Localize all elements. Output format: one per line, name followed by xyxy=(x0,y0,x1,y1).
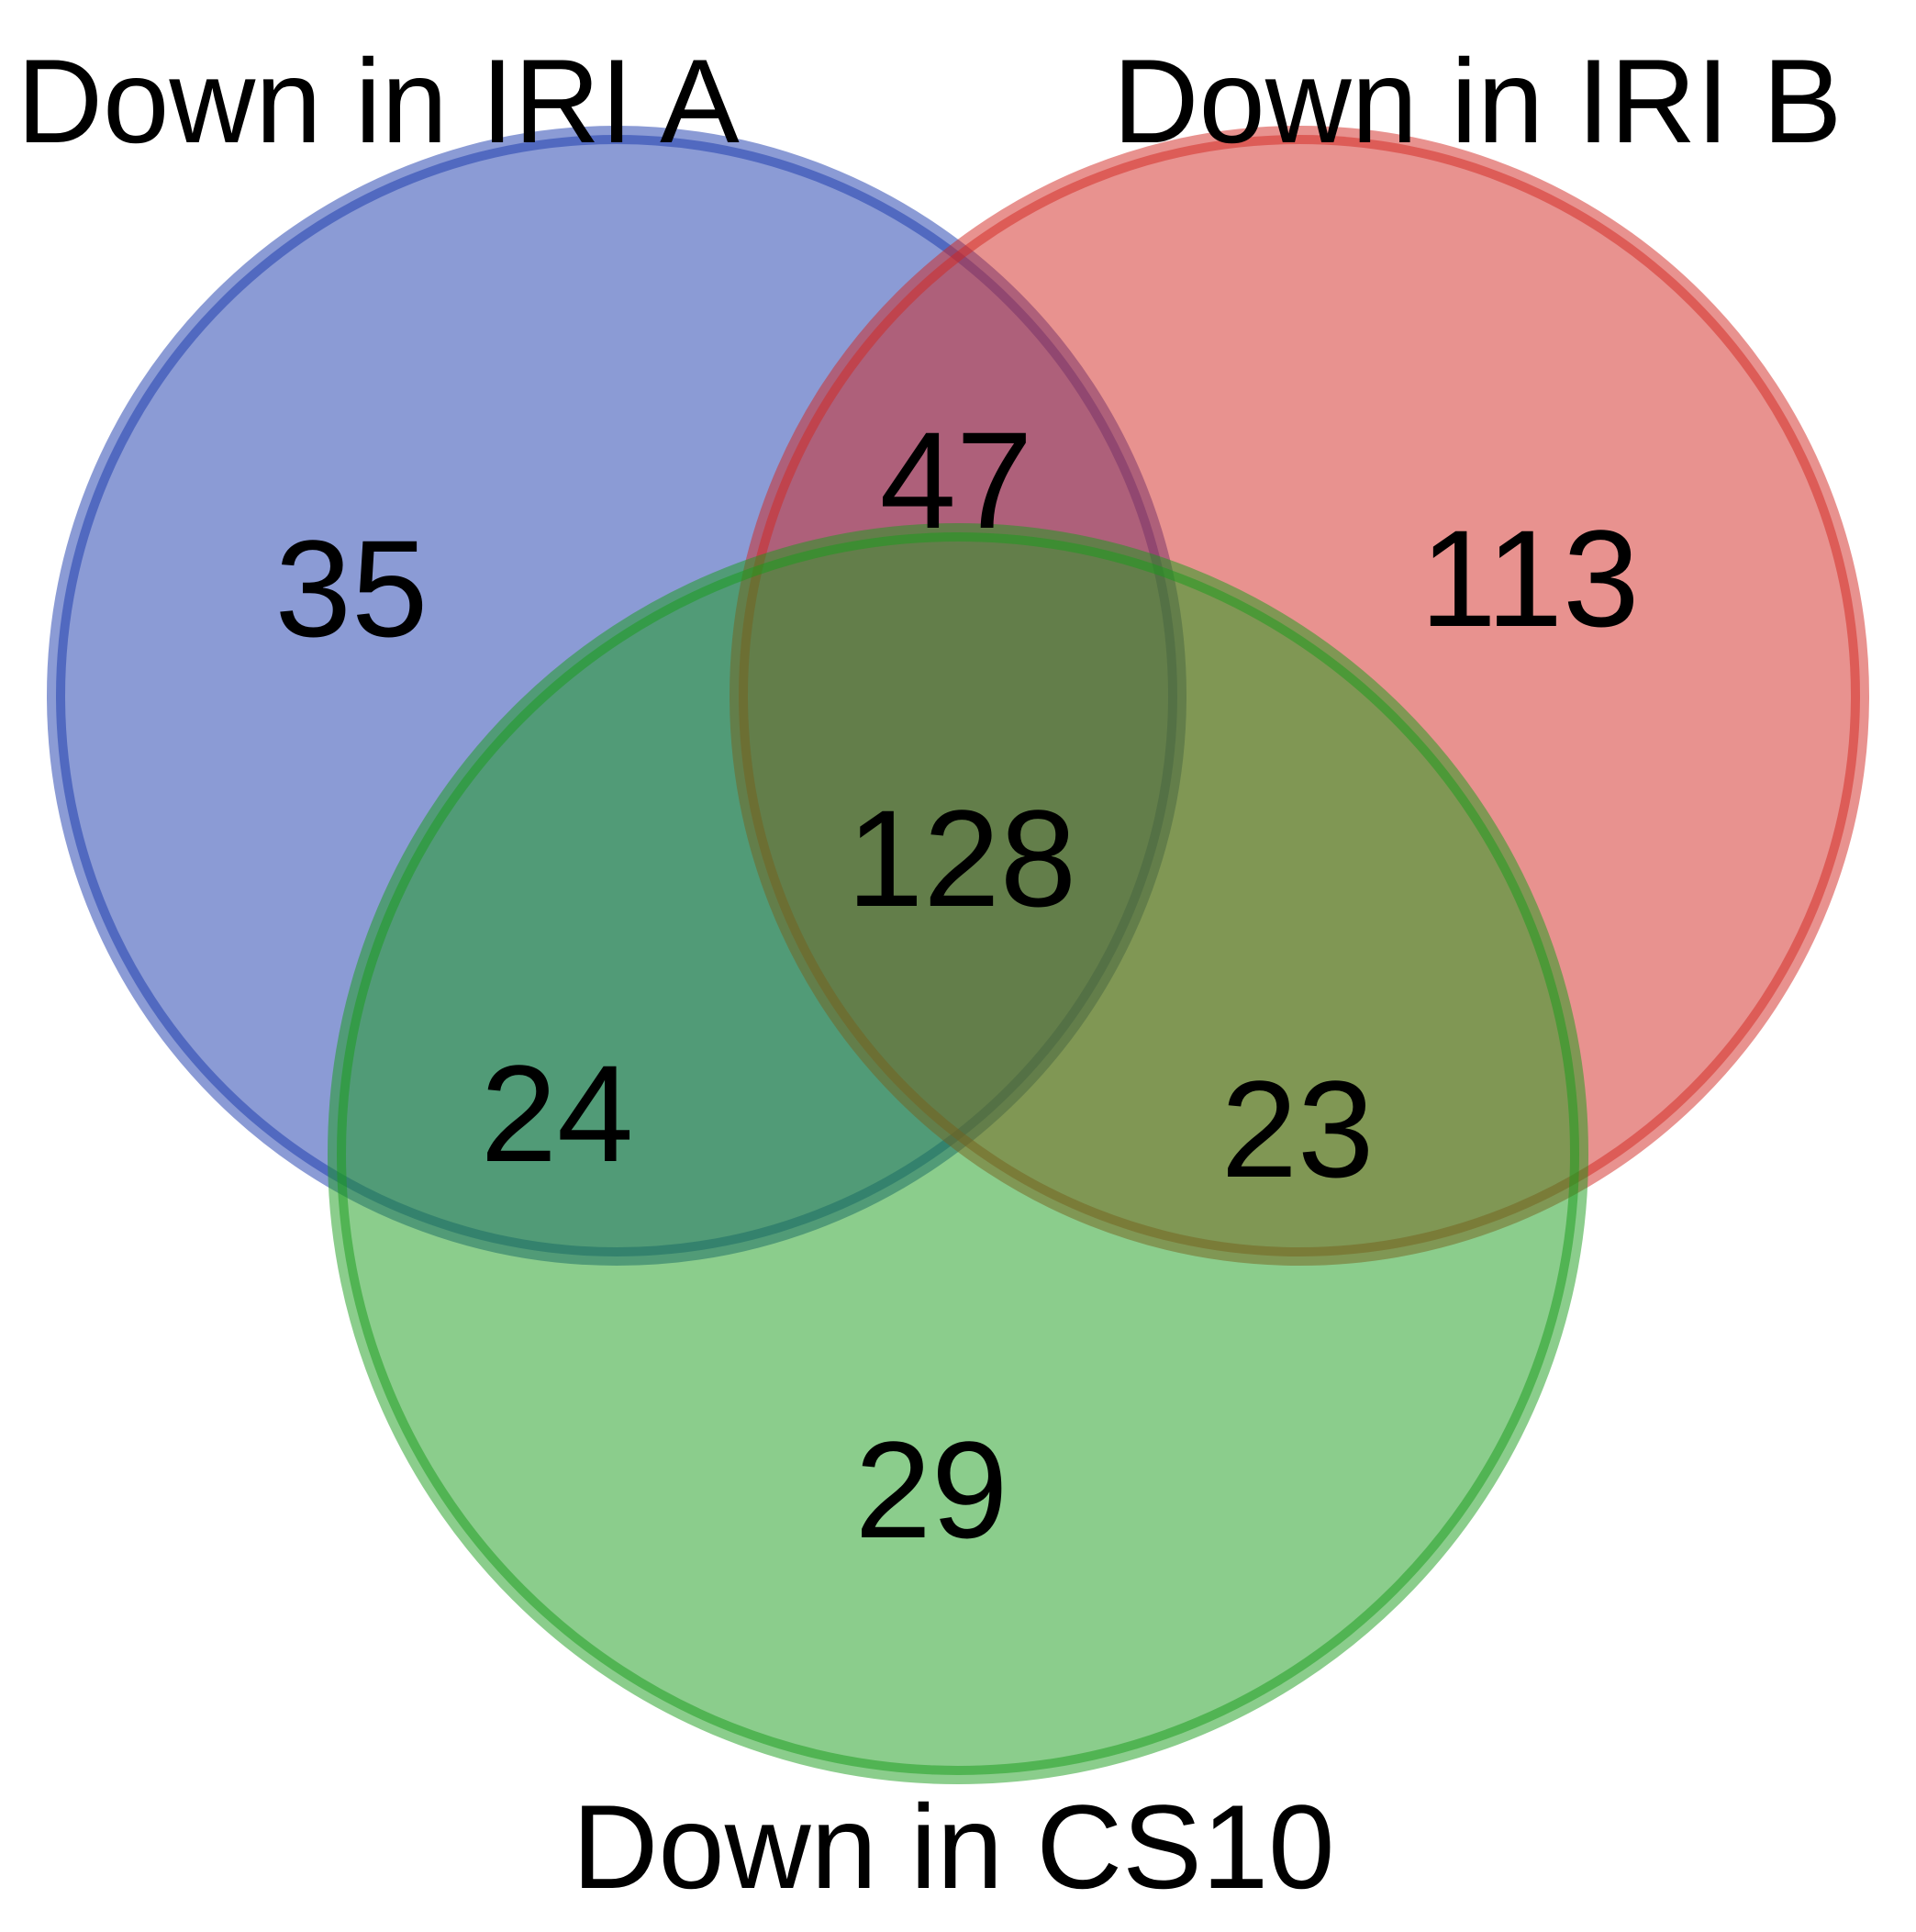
count-iri-a-only: 35 xyxy=(275,511,429,665)
count-iri-b-only: 113 xyxy=(1420,501,1639,655)
count-iri-a-iri-b: 47 xyxy=(880,403,1033,557)
count-all-three: 128 xyxy=(847,781,1076,935)
set-label-cs10: Down in CS10 xyxy=(573,1780,1335,1914)
count-iri-b-cs10: 23 xyxy=(1221,1052,1375,1206)
count-cs10-only: 29 xyxy=(855,1413,1008,1567)
set-circle-cs10 xyxy=(328,523,1588,1784)
set-label-iri-a: Down in IRI A xyxy=(17,34,740,168)
set-label-iri-b: Down in IRI B xyxy=(1113,34,1843,168)
count-iri-a-cs10: 24 xyxy=(481,1036,634,1190)
